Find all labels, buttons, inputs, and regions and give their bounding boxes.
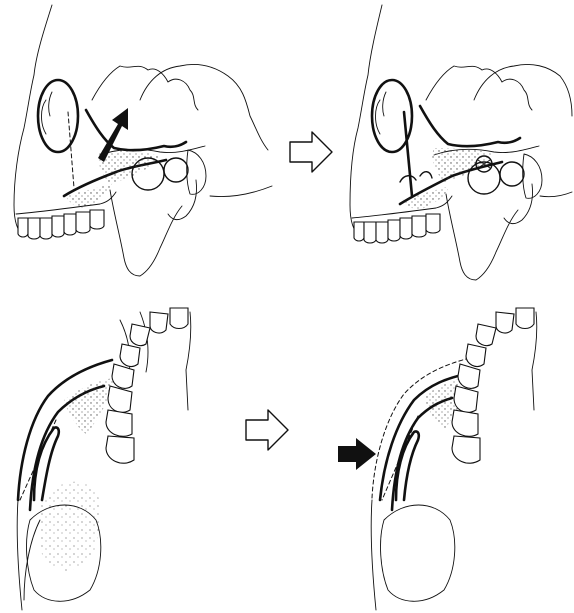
sphenoid-outline <box>426 66 532 110</box>
frontal-bone-outline <box>350 5 382 236</box>
axial-view-before-panel <box>17 308 191 610</box>
lower-bone-mass <box>381 505 455 601</box>
maxilla-shading <box>98 150 160 184</box>
cervical-line <box>210 186 272 197</box>
upper-teeth-row <box>354 214 440 243</box>
upper-dental-arch <box>452 308 534 463</box>
frontal-bone-outline <box>14 5 52 236</box>
temporal-bone-outline <box>474 64 572 116</box>
sphenoid-outline <box>92 66 198 110</box>
temporal-bone-outline <box>140 64 268 150</box>
condyle-joint-2 <box>164 158 188 182</box>
wire-hook-icon <box>400 172 432 182</box>
cheek-curve <box>24 520 40 600</box>
lateral-skull-after-panel <box>350 5 572 280</box>
cervical-line <box>540 192 572 197</box>
medial-arrow-icon <box>338 438 376 470</box>
axial-view-after-panel <box>338 308 537 610</box>
lower-shading <box>66 184 112 208</box>
orbit-inner-detail <box>42 92 53 134</box>
nasal-area-shading <box>40 482 100 571</box>
orbit-outline <box>38 80 78 152</box>
soft-tissue-outline <box>371 500 376 610</box>
condyle-joint-2 <box>500 162 524 186</box>
vertical-dashed-cut <box>68 112 74 188</box>
hollow-right-arrow-icon <box>246 410 288 450</box>
soft-tissue-outline <box>17 500 22 610</box>
orbit-inner-detail <box>376 92 387 134</box>
mastoid-outline <box>168 180 197 220</box>
mastoid-outline <box>504 184 533 224</box>
osteotomy-line <box>420 106 520 146</box>
arch-outline <box>186 312 191 410</box>
lateral-skull-before-panel <box>14 5 272 276</box>
arch-outline <box>532 312 537 410</box>
mandible-ramus <box>110 190 182 276</box>
osteotomy-line <box>86 110 186 150</box>
upper-dental-arch <box>106 308 188 463</box>
upper-teeth-row <box>18 210 104 239</box>
mandible-ramus <box>446 194 518 280</box>
hollow-right-arrow-icon <box>290 132 332 172</box>
